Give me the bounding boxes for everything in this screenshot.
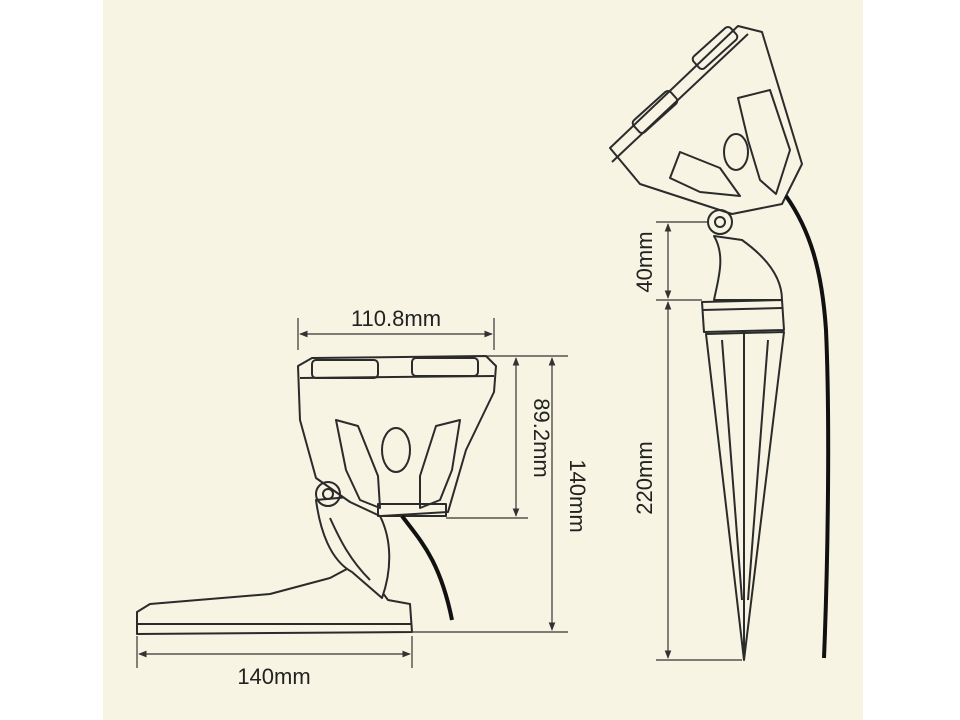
label-head-width: 110.8mm — [351, 306, 441, 331]
stake-top-vent-lower — [631, 89, 679, 135]
label-head-height: 89.2mm — [529, 398, 554, 477]
right-view-fixture — [609, 25, 803, 661]
label-stake-length: 220mm — [632, 441, 657, 514]
stake-center-slot — [723, 133, 749, 171]
label-base-width: 140mm — [237, 664, 310, 689]
top-vent-right — [411, 357, 479, 377]
center-slot — [381, 427, 411, 473]
lamp-head-body — [297, 355, 497, 517]
fin-right — [419, 419, 461, 509]
stake-top-vent-upper — [691, 25, 739, 71]
stake-collar — [701, 299, 785, 333]
stake-fin-left — [669, 151, 741, 197]
bracket-arm — [315, 495, 391, 599]
stake-collar-line — [701, 307, 783, 311]
bottom-collar — [377, 503, 447, 517]
adjust-knob-center — [322, 488, 334, 500]
right-cable — [784, 194, 831, 659]
spike-rib-right — [747, 339, 769, 601]
stake-knob-center — [714, 216, 726, 228]
left-cable — [400, 514, 454, 621]
top-vent-left — [311, 359, 379, 379]
stake-head-rim — [611, 33, 749, 163]
left-view-fixture — [136, 355, 497, 635]
fin-left — [335, 419, 381, 509]
spike-rib-left — [721, 339, 743, 601]
bracket-arm-contour — [329, 517, 371, 581]
adjust-knob — [315, 481, 341, 507]
label-knuckle-height: 40mm — [632, 231, 657, 292]
stake-fin-right — [737, 89, 791, 195]
dimension-lines — [136, 221, 742, 668]
stake-lamp-head — [609, 25, 803, 215]
label-total-height: 140mm — [565, 459, 590, 532]
